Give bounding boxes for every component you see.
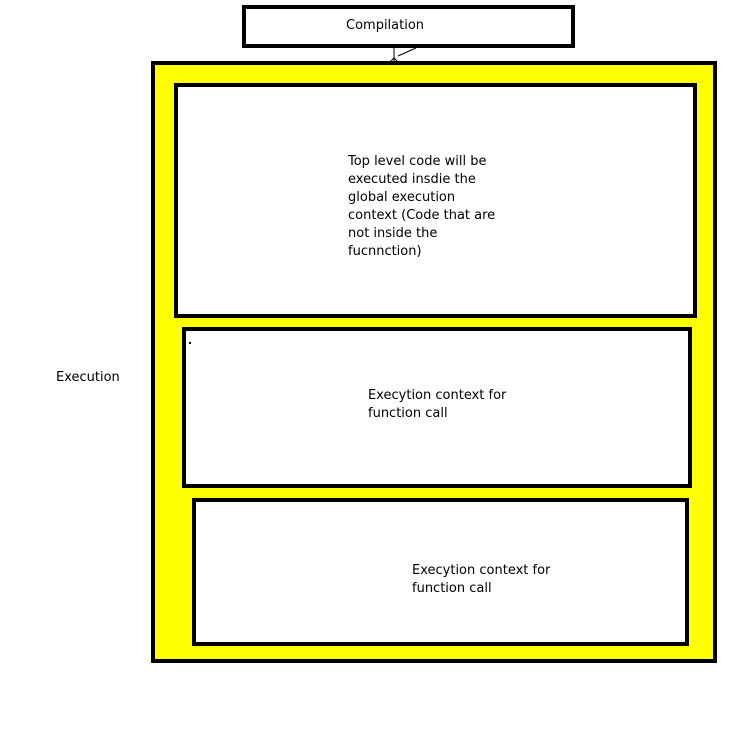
global-execution-context-box: Top level code will be executed insdie t… bbox=[174, 83, 697, 318]
function-execution-context-text: Execytion context for function call bbox=[368, 388, 507, 421]
compilation-label: Compilation bbox=[346, 18, 425, 33]
global-execution-context-text: Top level code will be executed insdie t… bbox=[348, 154, 496, 259]
function-execution-context-box: Execytion context for function call bbox=[182, 327, 692, 488]
function-execution-context-box: Execytion context for function call bbox=[192, 498, 689, 646]
stray-dot bbox=[189, 342, 191, 344]
compilation-execution-connector bbox=[389, 47, 417, 63]
compilation-box: Compilation bbox=[242, 5, 575, 48]
execution-label: Execution bbox=[56, 370, 120, 385]
function-execution-context-text: Execytion context for function call bbox=[412, 563, 551, 596]
